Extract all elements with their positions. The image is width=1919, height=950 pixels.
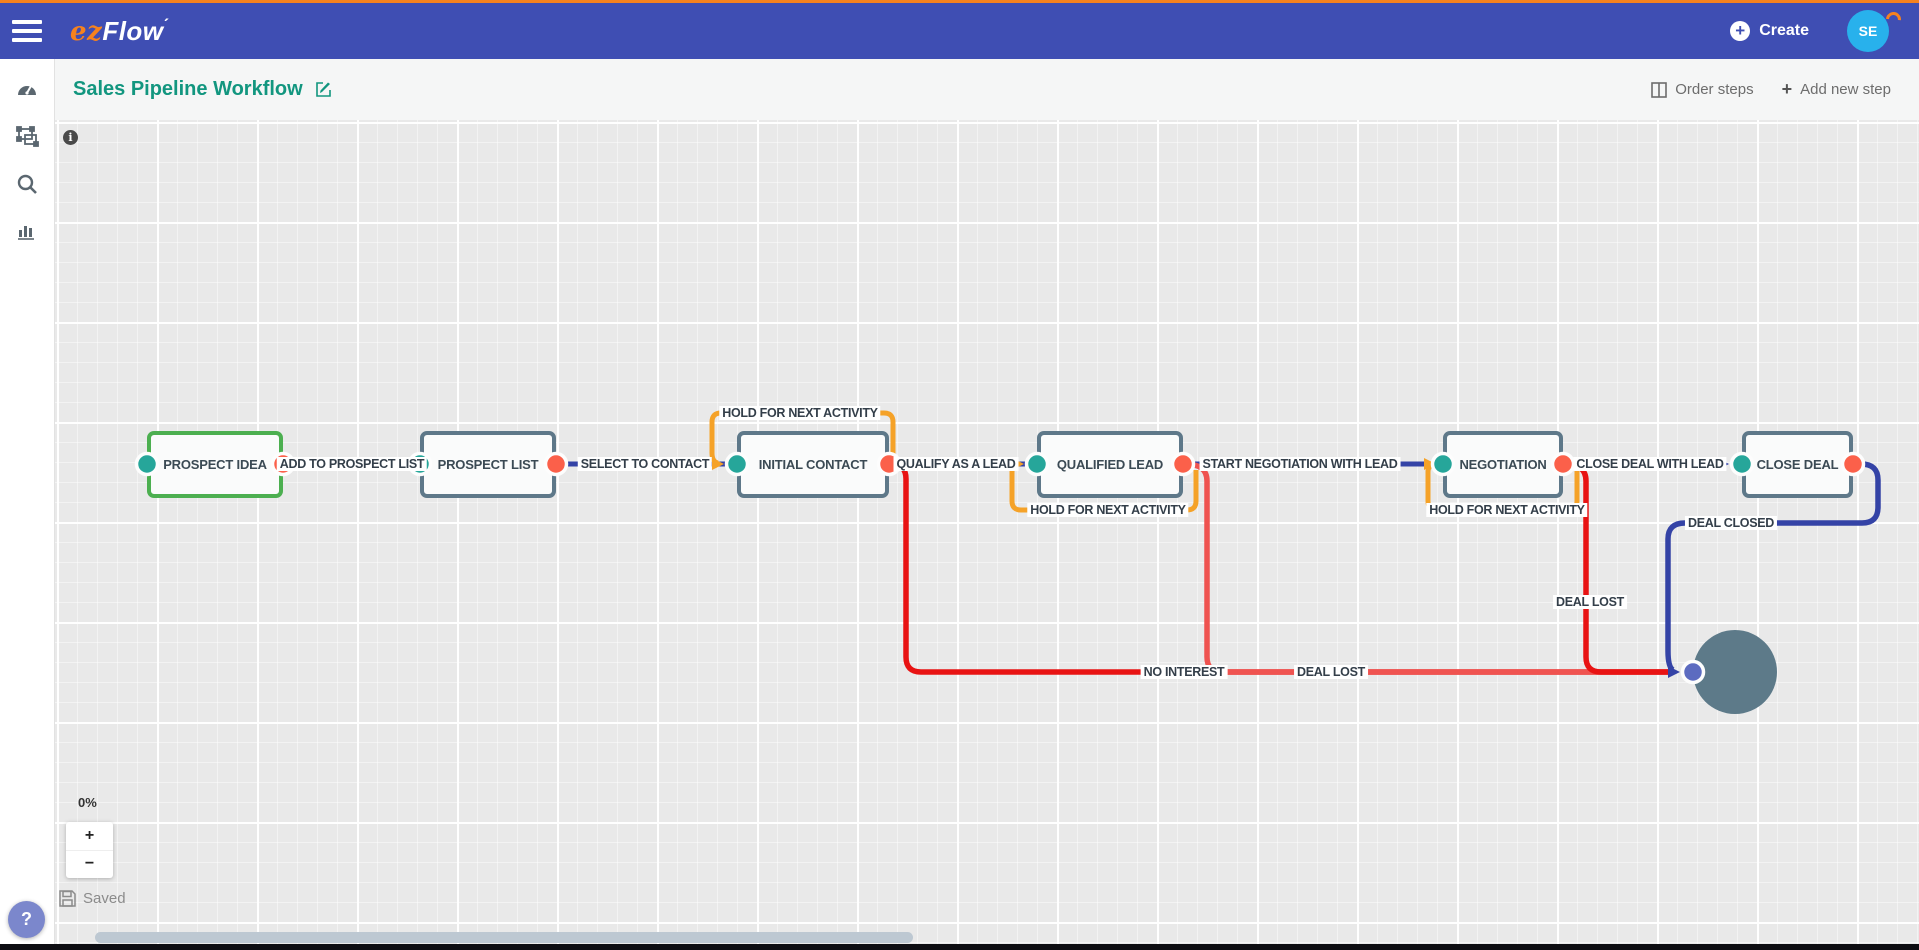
app-bar: ezFlowˊ + Create SE bbox=[0, 3, 1919, 59]
transition-label-qualify-as-a-lead[interactable]: QUALIFY AS A LEAD bbox=[893, 457, 1019, 471]
workflow-header: Sales Pipeline Workflow Order steps + Ad… bbox=[55, 59, 1919, 120]
plus-icon: + bbox=[1781, 79, 1793, 99]
avatar[interactable]: SE bbox=[1847, 10, 1889, 52]
add-new-step-button[interactable]: + Add new step bbox=[1781, 79, 1891, 99]
search-icon bbox=[17, 174, 37, 194]
edit-title-button[interactable] bbox=[315, 81, 333, 99]
transition-label-start-negotiation[interactable]: START NEGOTIATION WITH LEAD bbox=[1199, 457, 1401, 471]
save-status-label: Saved bbox=[83, 890, 126, 907]
columns-icon bbox=[1651, 81, 1668, 98]
transition-label-select-to-contact[interactable]: SELECT TO CONTACT bbox=[577, 457, 713, 471]
floppy-disk-icon bbox=[59, 890, 76, 907]
zoom-controls: + − bbox=[66, 822, 113, 878]
sidebar-item-search[interactable] bbox=[0, 161, 55, 206]
step-node-qualified-lead[interactable]: QUALIFIED LEAD bbox=[1037, 431, 1183, 498]
step-label: PROSPECT IDEA bbox=[163, 457, 267, 472]
edges-layer bbox=[134, 410, 1881, 714]
step-node-close-deal[interactable]: CLOSE DEAL bbox=[1742, 431, 1853, 498]
sidebar-item-reports[interactable] bbox=[0, 208, 55, 253]
bottom-edge-strip bbox=[0, 944, 1919, 950]
end-node[interactable] bbox=[1693, 630, 1777, 714]
app-logo[interactable]: ezFlowˊ bbox=[70, 15, 171, 47]
pencil-icon bbox=[315, 81, 331, 97]
transition-label-hold-qualified-lead[interactable]: HOLD FOR NEXT ACTIVITY bbox=[1027, 503, 1189, 517]
transition-label-hold-negotiation[interactable]: HOLD FOR NEXT ACTIVITY bbox=[1426, 503, 1588, 517]
step-label: PROSPECT LIST bbox=[437, 457, 539, 472]
transition-label-hold-initial-contact[interactable]: HOLD FOR NEXT ACTIVITY bbox=[719, 406, 881, 420]
transition-label-no-interest[interactable]: NO INTEREST bbox=[1140, 665, 1228, 679]
create-button[interactable]: + Create bbox=[1730, 21, 1809, 41]
zoom-in-button[interactable]: + bbox=[66, 822, 113, 851]
step-label: INITIAL CONTACT bbox=[758, 457, 868, 472]
workflow-designer-icon bbox=[16, 125, 39, 147]
workflow-canvas[interactable]: i PROSPECT IDEA PROSPECT LIST INITIAL CO… bbox=[55, 120, 1919, 950]
hamburger-menu-icon[interactable] bbox=[12, 20, 42, 42]
step-node-prospect-list[interactable]: PROSPECT LIST bbox=[420, 431, 556, 498]
sidebar-item-dashboard[interactable] bbox=[0, 67, 55, 112]
page-title: Sales Pipeline Workflow bbox=[73, 78, 303, 100]
sidebar-item-workflow-designer[interactable] bbox=[0, 114, 55, 159]
order-steps-button[interactable]: Order steps bbox=[1651, 81, 1754, 98]
reports-icon bbox=[18, 225, 34, 240]
step-label: QUALIFIED LEAD bbox=[1056, 457, 1164, 472]
step-node-negotiation[interactable]: NEGOTIATION bbox=[1443, 431, 1563, 498]
zoom-out-button[interactable]: − bbox=[66, 851, 113, 879]
horizontal-scrollbar[interactable] bbox=[95, 932, 913, 943]
step-node-initial-contact[interactable]: INITIAL CONTACT bbox=[737, 431, 889, 498]
info-icon[interactable]: i bbox=[63, 130, 78, 145]
step-label: CLOSE DEAL bbox=[1756, 457, 1839, 472]
step-label: NEGOTIATION bbox=[1459, 457, 1547, 472]
plus-circle-icon: + bbox=[1730, 21, 1751, 41]
end-input-port[interactable] bbox=[1680, 659, 1706, 685]
step-node-prospect-idea[interactable]: PROSPECT IDEA bbox=[147, 431, 283, 498]
transition-label-deal-lost-qualified[interactable]: DEAL LOST bbox=[1294, 665, 1368, 679]
save-status: Saved bbox=[59, 890, 126, 907]
transition-label-deal-closed[interactable]: DEAL CLOSED bbox=[1684, 516, 1778, 530]
zoom-level: 0% bbox=[78, 795, 97, 810]
help-button[interactable]: ? bbox=[8, 901, 45, 938]
transition-label-add-to-prospect-list[interactable]: ADD TO PROSPECT LIST bbox=[276, 457, 428, 471]
transition-label-deal-lost-negotiation[interactable]: DEAL LOST bbox=[1553, 595, 1627, 609]
transition-label-close-deal-with-lead[interactable]: CLOSE DEAL WITH LEAD bbox=[1573, 457, 1727, 471]
left-sidebar bbox=[0, 59, 55, 950]
top-accent-line bbox=[0, 0, 1919, 3]
dashboard-icon bbox=[18, 85, 36, 95]
